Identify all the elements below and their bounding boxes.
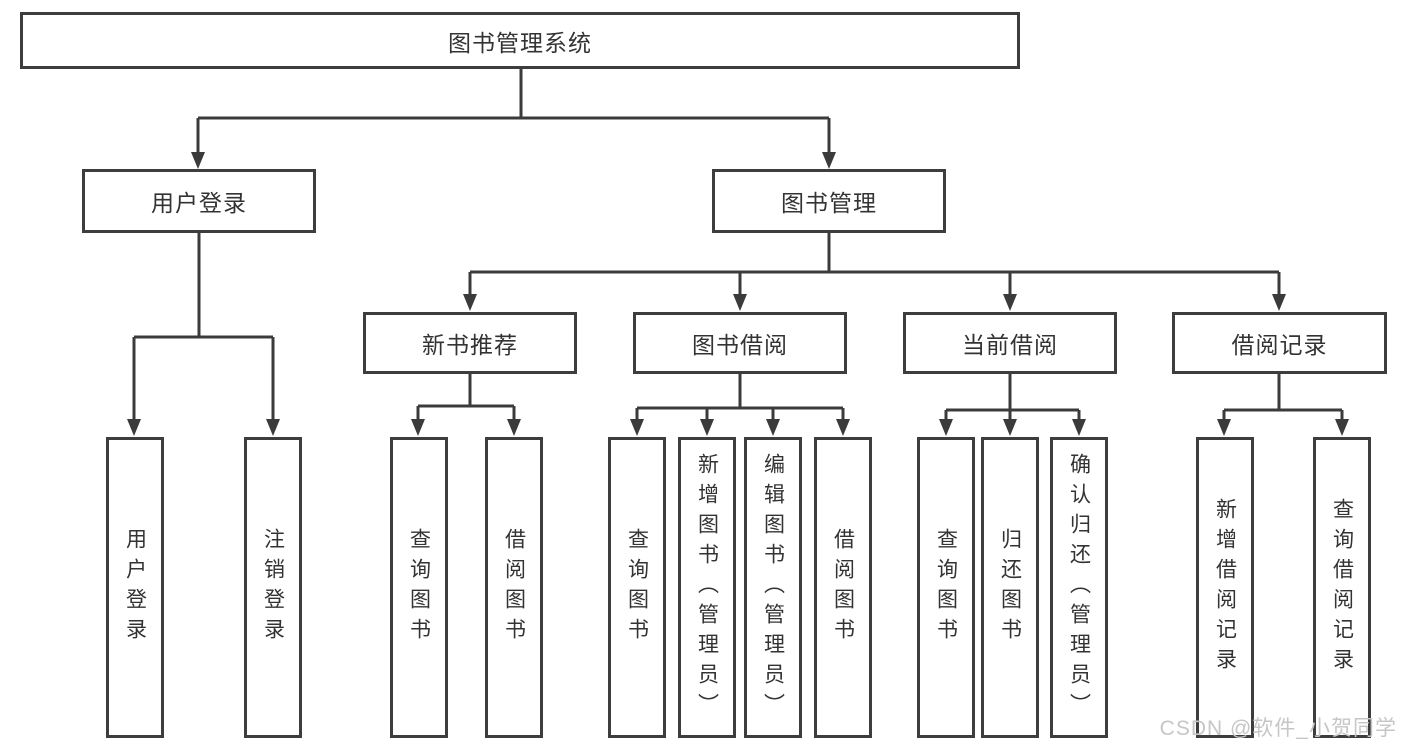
arrow-down-icon bbox=[127, 419, 141, 436]
node-new-book-recommend-label: 新书推荐 bbox=[422, 332, 518, 358]
leaf-borrow-books-recommend-label: 借阅图书 bbox=[502, 527, 526, 648]
arrow-down-icon bbox=[507, 419, 521, 436]
node-root-label: 图书管理系统 bbox=[448, 29, 592, 56]
arrow-down-icon bbox=[1335, 419, 1349, 436]
leaf-query-books-borrow: 查询图书 bbox=[608, 437, 666, 738]
leaf-add-borrow-record-label: 新增借阅记录 bbox=[1213, 497, 1237, 678]
arrowhead-icons bbox=[127, 152, 1349, 436]
arrow-down-icon bbox=[1003, 294, 1017, 311]
node-current-borrow: 当前借阅 bbox=[903, 312, 1117, 374]
node-borrow-records-label: 借阅记录 bbox=[1231, 332, 1328, 358]
leaf-return-books-label: 归还图书 bbox=[998, 527, 1022, 648]
leaf-confirm-return-admin: 确认归还（管理员） bbox=[1050, 437, 1108, 738]
leaf-query-books-borrow-label: 查询图书 bbox=[625, 527, 649, 648]
arrow-down-icon bbox=[939, 419, 953, 436]
arrow-down-icon bbox=[1003, 419, 1017, 436]
leaf-borrow-books-recommend: 借阅图书 bbox=[485, 437, 543, 738]
node-user-login: 用户登录 bbox=[82, 169, 316, 233]
node-borrow-records: 借阅记录 bbox=[1172, 312, 1387, 374]
arrow-down-icon bbox=[700, 419, 714, 436]
leaf-query-borrow-record-label: 查询借阅记录 bbox=[1330, 497, 1354, 678]
arrow-down-icon bbox=[630, 419, 644, 436]
arrow-down-icon bbox=[822, 152, 836, 169]
leaf-query-books-current: 查询图书 bbox=[917, 437, 975, 738]
leaf-user-login: 用户登录 bbox=[106, 437, 164, 738]
csdn-watermark: CSDN @软件_小贺同学 bbox=[1159, 717, 1397, 740]
arrow-down-icon bbox=[836, 419, 850, 436]
arrow-down-icon bbox=[1072, 419, 1086, 436]
leaf-add-books-admin-label: 新增图书（管理员） bbox=[695, 452, 719, 723]
node-book-management-label: 图书管理 bbox=[781, 190, 877, 216]
arrow-down-icon bbox=[766, 419, 780, 436]
node-new-book-recommend: 新书推荐 bbox=[363, 312, 577, 374]
leaf-logout: 注销登录 bbox=[244, 437, 302, 738]
leaf-borrow-books-label: 借阅图书 bbox=[831, 527, 855, 648]
arrow-down-icon bbox=[191, 152, 205, 169]
leaf-edit-books-admin-label: 编辑图书（管理员） bbox=[761, 452, 785, 723]
leaf-add-borrow-record: 新增借阅记录 bbox=[1196, 437, 1254, 738]
arrow-down-icon bbox=[1217, 419, 1231, 436]
leaf-logout-label: 注销登录 bbox=[261, 527, 285, 648]
node-user-login-label: 用户登录 bbox=[151, 190, 247, 216]
leaf-edit-books-admin: 编辑图书（管理员） bbox=[744, 437, 802, 738]
arrow-down-icon bbox=[411, 419, 425, 436]
leaf-return-books: 归还图书 bbox=[981, 437, 1039, 738]
leaf-user-login-label: 用户登录 bbox=[123, 527, 147, 648]
node-current-borrow-label: 当前借阅 bbox=[962, 332, 1058, 358]
leaf-query-books-current-label: 查询图书 bbox=[934, 527, 958, 648]
node-book-management: 图书管理 bbox=[712, 169, 946, 233]
leaf-query-books-recommend-label: 查询图书 bbox=[407, 527, 431, 648]
node-book-borrow-label: 图书借阅 bbox=[692, 332, 788, 358]
leaf-add-books-admin: 新增图书（管理员） bbox=[678, 437, 736, 738]
node-book-borrow: 图书借阅 bbox=[633, 312, 847, 374]
arrow-down-icon bbox=[1272, 294, 1286, 311]
leaf-borrow-books: 借阅图书 bbox=[814, 437, 872, 738]
arrow-down-icon bbox=[463, 294, 477, 311]
leaf-confirm-return-admin-label: 确认归还（管理员） bbox=[1067, 452, 1091, 723]
arrow-down-icon bbox=[733, 294, 747, 311]
arrow-down-icon bbox=[266, 419, 280, 436]
leaf-query-borrow-record: 查询借阅记录 bbox=[1313, 437, 1371, 738]
node-root: 图书管理系统 bbox=[20, 12, 1020, 69]
leaf-query-books-recommend: 查询图书 bbox=[390, 437, 448, 738]
